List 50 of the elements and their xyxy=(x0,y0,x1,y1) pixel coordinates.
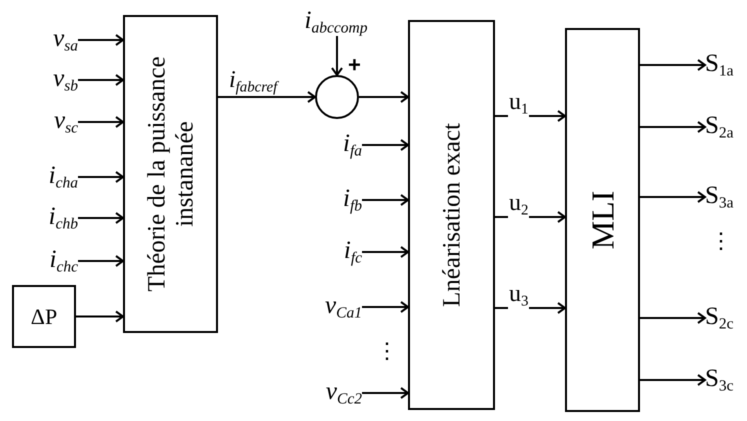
output-signal-label: S$_{1a}$ xyxy=(705,47,747,83)
block-box xyxy=(565,28,640,412)
ellipsis-label: ⋮ xyxy=(710,230,732,252)
sign-label: + xyxy=(348,54,361,76)
variable-label: v$_{Cc2}$ xyxy=(296,375,362,411)
arrow xyxy=(78,34,124,46)
arrow xyxy=(78,212,124,224)
arrow xyxy=(640,121,706,133)
arrow xyxy=(362,139,409,151)
block-box xyxy=(12,285,76,348)
variable-label: v$_{sa}$ xyxy=(12,22,78,58)
block-title: Théorie de la puissance instananée xyxy=(143,55,198,294)
block-title: Lnéarisation exact xyxy=(438,122,466,309)
arrow xyxy=(78,255,124,267)
variable-label: i$_{fc}$ xyxy=(296,234,362,270)
block-title: ΔP xyxy=(30,304,58,330)
arrow xyxy=(78,116,124,128)
block-title: MLI xyxy=(584,190,620,252)
variable-label: i$_{fa}$ xyxy=(296,127,362,163)
arrow xyxy=(362,246,409,258)
arrow xyxy=(640,191,706,203)
variable-label: v$_{sc}$ xyxy=(12,104,78,140)
arrow xyxy=(78,74,124,86)
arrow xyxy=(362,194,409,206)
arrow xyxy=(76,310,124,322)
ellipsis-label: ⋮ xyxy=(376,340,398,362)
arrow xyxy=(218,91,316,103)
variable-label: i$_{chc}$ xyxy=(12,243,78,279)
arrow xyxy=(640,374,706,386)
arrow xyxy=(78,171,124,183)
arrow xyxy=(331,36,343,76)
summing-junction xyxy=(315,75,359,119)
edge-label: i$_{fabcref}$ xyxy=(228,68,278,96)
block-box xyxy=(408,20,495,410)
block-box xyxy=(123,15,218,333)
arrow xyxy=(362,387,409,399)
output-signal-label: S$_{3a}$ xyxy=(705,179,747,215)
output-signal-label: S$_{3c}$ xyxy=(705,362,747,398)
output-signal-label: S$_{2a}$ xyxy=(705,109,747,145)
variable-label: i$_{abccomp}$ xyxy=(276,2,396,36)
arrow xyxy=(640,59,706,71)
arrow xyxy=(359,91,409,103)
variable-label: i$_{fb}$ xyxy=(296,182,362,218)
variable-label: i$_{cha}$ xyxy=(12,159,78,195)
arrow xyxy=(640,312,706,324)
output-signal-label: S$_{2c}$ xyxy=(705,300,747,336)
variable-label: v$_{sb}$ xyxy=(12,62,78,98)
arrow xyxy=(362,301,409,313)
variable-label: v$_{Ca1}$ xyxy=(296,289,362,325)
variable-label: i$_{chb}$ xyxy=(12,200,78,236)
